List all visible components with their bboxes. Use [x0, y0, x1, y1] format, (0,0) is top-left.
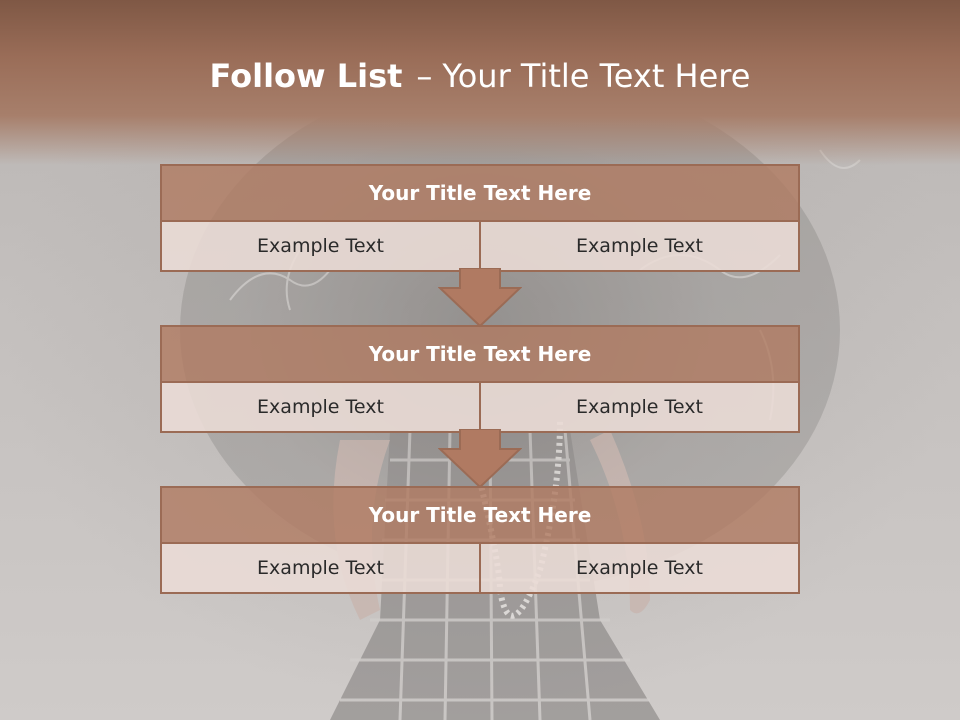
step-box-2: Your Title Text Here Example Text Exampl…: [160, 325, 800, 433]
step-cell-right-1: Example Text: [479, 222, 798, 270]
step-header-2: Your Title Text Here: [162, 327, 798, 383]
step-row-3: Example Text Example Text: [162, 544, 798, 592]
step-cell-left-1: Example Text: [162, 222, 479, 270]
title-band: [0, 0, 960, 165]
step-cell-right-2: Example Text: [479, 383, 798, 431]
slide-title: Follow List–Your Title Text Here: [0, 52, 960, 100]
title-bold-text: Follow List: [209, 57, 403, 95]
step-header-3: Your Title Text Here: [162, 488, 798, 544]
step-cell-left-2: Example Text: [162, 383, 479, 431]
step-cell-left-3: Example Text: [162, 544, 479, 592]
down-arrow-icon: [438, 268, 522, 328]
title-separator: –: [416, 57, 433, 95]
step-header-1: Your Title Text Here: [162, 166, 798, 222]
step-box-3: Your Title Text Here Example Text Exampl…: [160, 486, 800, 594]
step-box-1: Your Title Text Here Example Text Exampl…: [160, 164, 800, 272]
step-cell-right-3: Example Text: [479, 544, 798, 592]
down-arrow-icon: [438, 429, 522, 489]
step-row-1: Example Text Example Text: [162, 222, 798, 270]
title-rest-text: Your Title Text Here: [442, 57, 751, 95]
step-row-2: Example Text Example Text: [162, 383, 798, 431]
